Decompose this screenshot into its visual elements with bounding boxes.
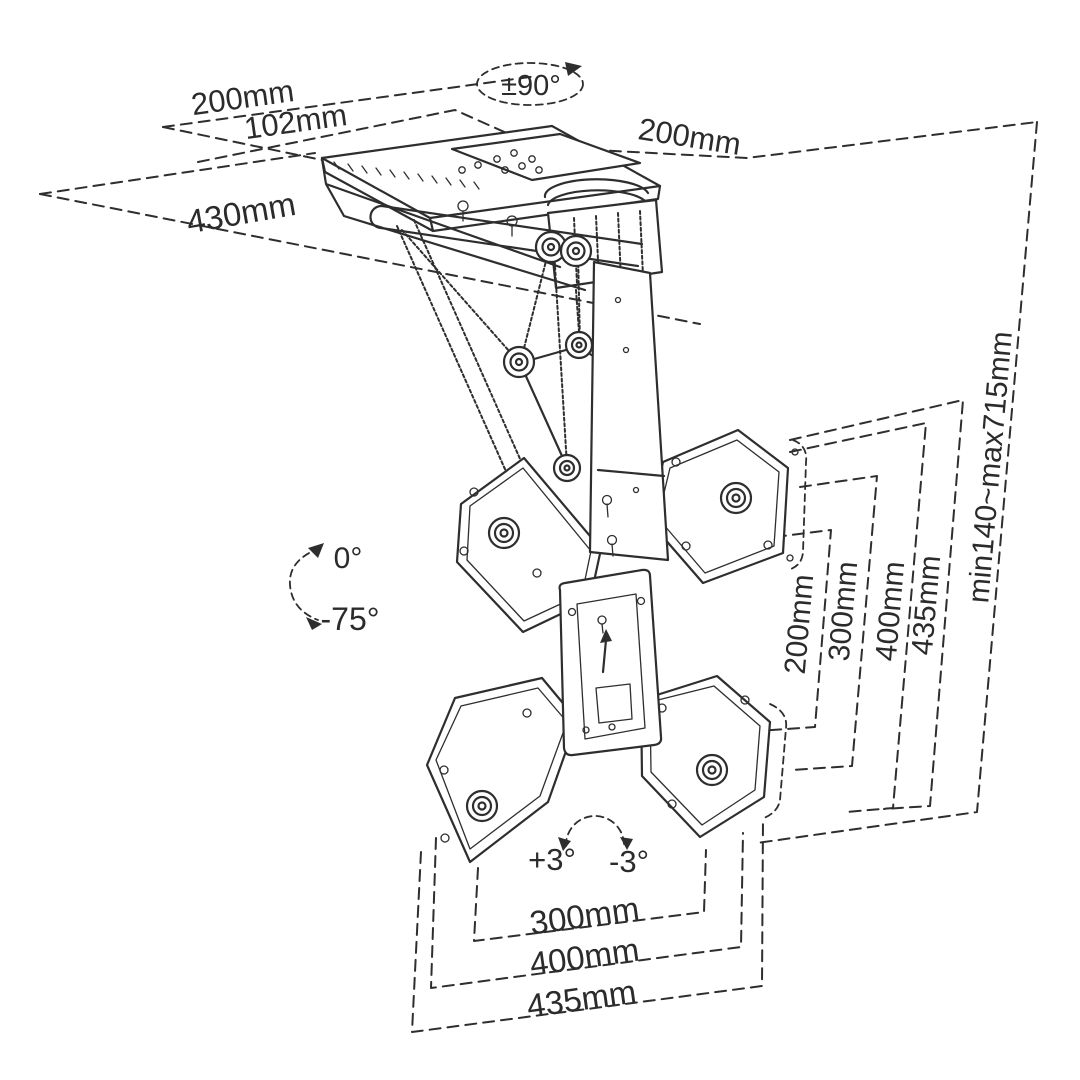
swivel-arrowhead xyxy=(565,62,582,76)
ceiling-plate xyxy=(320,124,662,220)
pivot-wheels xyxy=(502,230,594,483)
dim-line-bottom-300 xyxy=(473,849,707,942)
dim-line-bottom-435 xyxy=(411,817,764,1033)
label-swivel-fine-left: +3° xyxy=(528,842,576,877)
label-height-range: min140~max715mm xyxy=(962,330,1019,604)
dim-line-102 xyxy=(197,109,539,163)
column-holes xyxy=(601,296,640,557)
dim-line-top-sw-edge xyxy=(162,126,323,161)
label-swivel-fine-right: -3° xyxy=(609,844,649,879)
dim-line-height-range xyxy=(756,121,1038,844)
wing-lower-left xyxy=(425,676,579,864)
dim-line-top-200-left xyxy=(162,75,538,128)
tray-skirt xyxy=(320,157,587,292)
annotation-arrows xyxy=(289,62,633,851)
scissor-arm-a xyxy=(401,229,518,361)
label-tilt-min: 0° xyxy=(334,542,363,575)
swivel-top-plate xyxy=(450,132,642,182)
vesa-center-plate xyxy=(558,568,663,757)
label-vesa-right-400: 400mm xyxy=(870,560,912,663)
swivel-disc xyxy=(543,178,650,207)
label-top-depth: 430mm xyxy=(184,185,299,241)
dim-line-right-400 xyxy=(789,422,927,813)
plate-bolts xyxy=(457,200,518,237)
vesa-bracket-group xyxy=(425,428,808,864)
ceiling-plate-group xyxy=(320,124,664,339)
label-vesa-right-435: 435mm xyxy=(906,554,948,657)
label-swivel-range: ±90° xyxy=(501,70,561,102)
label-vesa-right-300: 300mm xyxy=(823,560,865,663)
dim-line-right-300 xyxy=(791,475,878,771)
label-vesa-right-200: 200mm xyxy=(779,573,821,676)
swivel-ellipse xyxy=(476,62,584,106)
wing-echo-lower-right xyxy=(763,703,788,819)
dim-line-bottom-400 xyxy=(430,832,744,989)
fine-swivel-arc xyxy=(565,815,625,847)
orientation-arrow xyxy=(601,638,608,674)
dim-line-430-lower xyxy=(39,193,701,325)
scissor-arm-b xyxy=(519,248,550,365)
dim-line-top-200-right xyxy=(537,121,1038,159)
dim-line-right-435 xyxy=(789,399,964,810)
tilt-arc xyxy=(289,547,321,621)
scissor-arm-c xyxy=(553,249,568,467)
wing-upper-right xyxy=(648,428,799,585)
scissor-arm-d xyxy=(577,252,581,344)
plate-holes xyxy=(458,149,543,174)
dim-line-430-upper xyxy=(39,152,316,195)
wing-lower-right xyxy=(639,674,772,839)
column-group xyxy=(588,260,670,562)
plate-hatching xyxy=(333,161,480,190)
label-tilt-max: -75° xyxy=(320,601,379,637)
wing-echo-upper-right xyxy=(787,439,808,571)
telescoping-column xyxy=(588,260,670,562)
column-seam xyxy=(596,468,666,478)
